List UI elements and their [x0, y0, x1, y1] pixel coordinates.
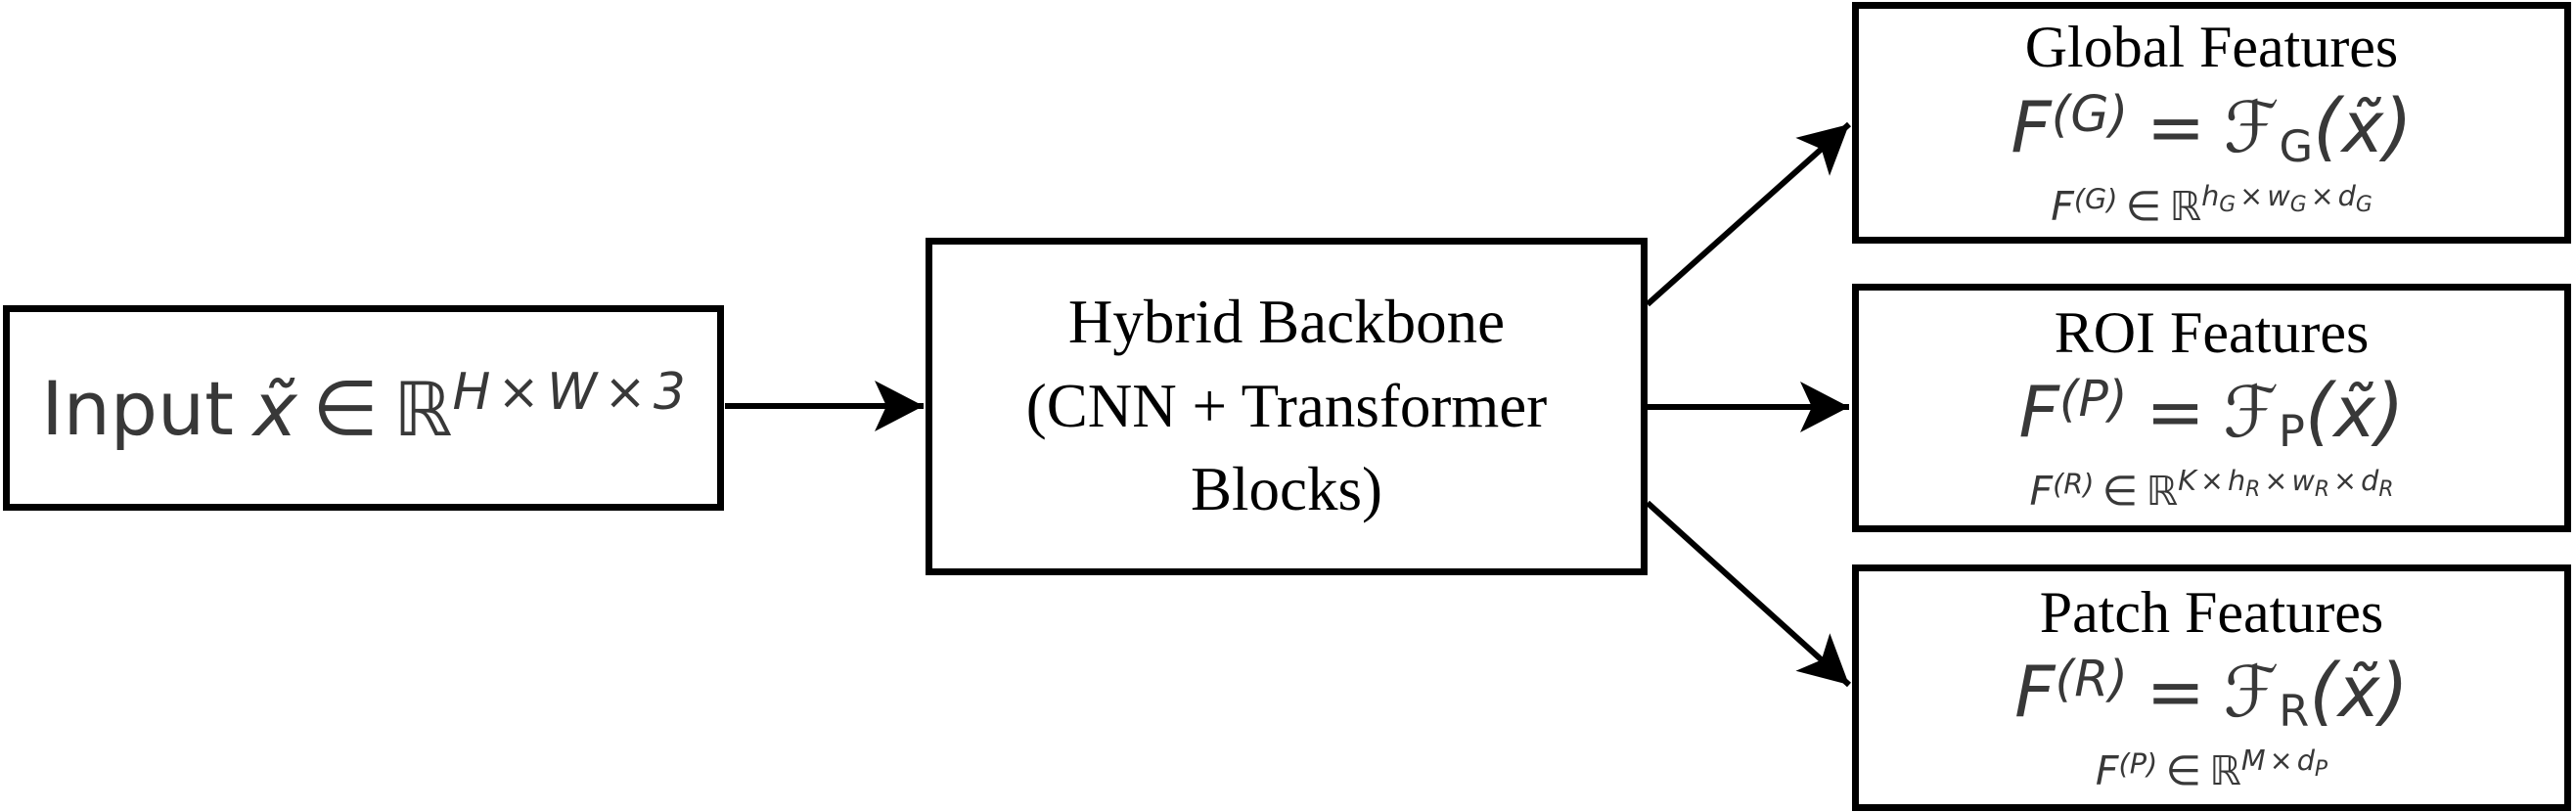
- formula-lhs-superscript: (P): [2058, 370, 2128, 429]
- dimension-line: F(R)∈ℝK×hR×wR×dR: [2030, 465, 2394, 515]
- exponent-subscript: G: [2355, 192, 2373, 217]
- hybrid-backbone-box: Hybrid Backbone (CNN + Transformer Block…: [926, 238, 1648, 575]
- element-of-symbol: ∈: [2101, 467, 2139, 516]
- formula-lhs-superscript: (G): [2051, 84, 2129, 143]
- exponent-term: M: [2240, 744, 2266, 778]
- exponent-term: 3: [653, 362, 686, 422]
- dim-lhs-superscript: (P): [2118, 746, 2158, 781]
- dim-exponent: hG×wG×dG: [2201, 178, 2373, 217]
- dim-exponent: K×hR×wR×dR: [2178, 464, 2393, 503]
- dim-lhs: F: [2029, 468, 2054, 516]
- dim-lhs-superscript: (R): [2053, 467, 2095, 501]
- patch-features-box: Patch Features F(R)=ℱR(x̃) F(P)∈ℝM×dP: [1852, 564, 2571, 811]
- times-symbol: ×: [2310, 178, 2334, 212]
- formula-argument: x̃: [2333, 371, 2376, 454]
- script-F-operator: ℱ: [2223, 651, 2280, 734]
- exponent-subscript: R: [2245, 477, 2261, 503]
- times-symbol: ×: [2199, 464, 2224, 498]
- real-set-symbol: ℝ: [2169, 182, 2202, 230]
- arrow-backbone-to-global: [1646, 121, 1851, 307]
- dim-lhs: F: [2095, 747, 2119, 795]
- exponent-term: w: [2291, 464, 2315, 498]
- open-paren: (: [2304, 368, 2334, 455]
- element-of-symbol: ∈: [2165, 746, 2201, 795]
- times-symbol: ×: [2264, 464, 2288, 498]
- real-set-symbol: ℝ: [2209, 747, 2241, 795]
- times-symbol: ×: [604, 362, 647, 422]
- formula-argument: x̃: [2341, 85, 2384, 168]
- formula-lhs: F: [2014, 651, 2056, 734]
- open-paren: (: [2309, 648, 2338, 735]
- real-set-symbol: ℝ: [2146, 468, 2179, 516]
- exponent-subscript: P: [2314, 757, 2328, 783]
- dimension-line: F(G)∈ℝhG×wG×dG: [2051, 178, 2373, 230]
- input-variable: x̃: [252, 365, 297, 453]
- exponent-term: W: [547, 362, 598, 422]
- feature-formula: F(G) =ℱG(x̃): [2011, 85, 2412, 171]
- exponent-term: d: [2361, 464, 2379, 498]
- operator-subscript: R: [2279, 686, 2310, 738]
- exponent-subscript: R: [2314, 477, 2330, 503]
- backbone-line: Blocks): [1191, 455, 1382, 524]
- real-set-symbol: ℝ: [393, 365, 453, 453]
- input-label: Input: [41, 365, 234, 453]
- equals-symbol: =: [2146, 651, 2205, 734]
- roi-features-box: ROI Features F(P)=ℱP(x̃) F(R)∈ℝK×hR×wR×d…: [1852, 284, 2571, 532]
- element-of-symbol: ∈: [2125, 181, 2162, 230]
- close-paren: ): [2379, 648, 2409, 735]
- exponent-term: h: [2201, 178, 2220, 212]
- script-F-operator: ℱ: [2223, 371, 2279, 454]
- exponent-subscript: G: [2219, 192, 2237, 217]
- times-symbol: ×: [497, 362, 540, 422]
- exponent-term: H: [452, 362, 491, 422]
- feature-formula: F(R) =ℱR(x̃): [2014, 650, 2409, 736]
- feature-formula: F(P) =ℱP(x̃): [2018, 370, 2404, 456]
- dim-lhs-superscript: (G): [2073, 182, 2118, 216]
- operator-subscript: P: [2278, 406, 2305, 458]
- times-symbol: ×: [2333, 464, 2358, 498]
- input-exponent: H×W×3: [452, 363, 685, 422]
- backbone-line: (CNN + Transformer: [1025, 371, 1548, 440]
- formula-lhs: F: [2018, 371, 2059, 454]
- box-title: Patch Features: [2039, 579, 2384, 645]
- formula-argument: x̃: [2337, 651, 2380, 734]
- exponent-term: h: [2227, 464, 2246, 498]
- box-title: ROI Features: [2054, 299, 2370, 365]
- dimension-line: F(P)∈ℝM×dP: [2096, 744, 2327, 794]
- exponent-subscript: R: [2378, 477, 2394, 503]
- element-of-symbol: ∈: [312, 365, 379, 454]
- formula-lhs: F: [2011, 85, 2052, 168]
- operator-subscript: G: [2279, 120, 2314, 172]
- open-paren: (: [2313, 82, 2342, 169]
- dim-lhs: F: [2051, 182, 2074, 230]
- exponent-term: w: [2267, 178, 2290, 212]
- close-paren: ): [2375, 368, 2405, 455]
- close-paren: ): [2383, 82, 2413, 169]
- equals-symbol: =: [2146, 85, 2206, 168]
- script-F-operator: ℱ: [2223, 85, 2280, 168]
- dim-exponent: M×dP: [2240, 744, 2327, 783]
- global-features-box: Global Features F(G)=ℱG(x̃) F(G)∈ℝhG×wG×…: [1852, 2, 2571, 244]
- exponent-term: d: [2296, 744, 2315, 778]
- times-symbol: ×: [2239, 178, 2264, 212]
- exponent-term: K: [2178, 464, 2196, 498]
- equals-symbol: =: [2146, 371, 2205, 454]
- box-title: Global Features: [2024, 15, 2399, 80]
- backbone-line: Hybrid Backbone: [1067, 287, 1506, 356]
- times-symbol: ×: [2269, 744, 2293, 778]
- exponent-subscript: G: [2289, 192, 2307, 217]
- arrow-backbone-to-patch: [1645, 500, 1852, 688]
- formula-lhs-superscript: (R): [2055, 650, 2128, 708]
- exponent-term: d: [2337, 178, 2356, 212]
